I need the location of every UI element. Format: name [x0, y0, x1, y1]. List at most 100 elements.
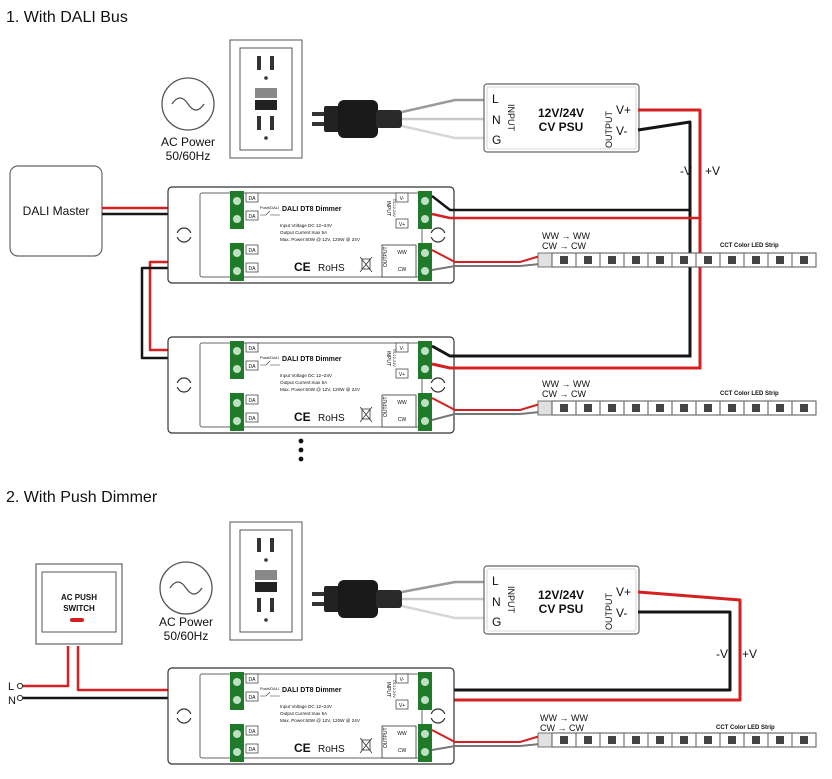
strip-ww-label: WW → WW [542, 379, 590, 389]
ce-mark: CE [294, 260, 311, 274]
push-dali-label: Push/DALI [260, 355, 279, 360]
ac-power-freq: 50/60Hz [166, 149, 211, 163]
led-strip-1 [537, 252, 817, 268]
mains-l-label: L [8, 681, 14, 693]
strip-ww-label: WW → WW [542, 231, 590, 241]
strip-cw-label: CW → CW [542, 241, 586, 251]
terminal-ww: WW [397, 731, 407, 737]
psu-output-label: OUTPUT [604, 111, 614, 149]
terminal-da: DA [249, 248, 257, 254]
spec-line: Max. Power:60W @ 12V, 120W @ 24V [280, 237, 361, 242]
cv-psu: L N G INPUT 12V/24V CV PSU OUTPUT V+ V- [483, 565, 640, 635]
terminal-da: DA [249, 416, 257, 422]
terminal-da: DA [249, 695, 257, 701]
psu-terminal-l: L [492, 92, 499, 106]
ac-power-symbol [159, 561, 213, 615]
dali-dimmer-3: DA DA DA DA Push/DALI DALI DT8 Dimmer In… [167, 667, 455, 765]
terminal-da: DA [249, 729, 257, 735]
input-label: INPUT [385, 351, 391, 366]
dc-minus-label: -V [680, 164, 692, 178]
psu-input-label: INPUT [506, 104, 516, 132]
psu-terminal-l: L [492, 574, 499, 588]
push-dali-label: Push/DALI [260, 205, 279, 210]
spec-line: Output Current:max 5A [280, 230, 328, 235]
psu-subtitle: CV PSU [539, 602, 584, 616]
cv-psu: L N G INPUT 12V/24V CV PSU OUTPUT V+ V- [483, 83, 640, 153]
ac-power-label: AC Power [159, 615, 213, 629]
dimmer-title: DALI DT8 Dimmer [282, 206, 342, 213]
terminal-vminus: V- [400, 346, 405, 352]
input-label: INPUT [385, 201, 391, 216]
weee-icon [359, 737, 373, 754]
strip-cw-label: CW → CW [542, 389, 586, 399]
weee-icon [359, 256, 373, 273]
wall-outlet [229, 39, 303, 159]
psu-terminal-vminus: V- [616, 606, 627, 620]
section-title: 2. With Push Dimmer [6, 489, 158, 506]
ac-power-freq: 50/60Hz [164, 629, 209, 643]
strip-cw-label: CW → CW [540, 723, 584, 733]
led-strip-3 [537, 732, 817, 748]
strip-label: CCT Color LED Strip [716, 725, 775, 731]
psu-terminal-g: G [492, 615, 501, 629]
input-sub-label: DC12-24V [392, 680, 396, 698]
output-label: OUTPUT [383, 727, 389, 748]
terminal-vminus: V- [400, 677, 405, 683]
psu-input-label: INPUT [506, 586, 516, 614]
psu-terminal-n: N [492, 113, 501, 127]
ce-mark: CE [294, 741, 311, 755]
terminal-da: DA [249, 677, 257, 683]
ce-mark: CE [294, 410, 311, 424]
rohs-mark: RoHS [318, 744, 345, 755]
mains-plug [312, 100, 402, 138]
dc-minus-label: -V [716, 647, 728, 661]
push-switch-label: SWITCH [63, 604, 95, 613]
rohs-mark: RoHS [318, 413, 345, 424]
spec-line: Max. Power:60W @ 12V, 120W @ 24V [280, 718, 361, 723]
dimmer-title: DALI DT8 Dimmer [282, 356, 342, 363]
psu-terminal-vplus: V+ [616, 585, 631, 599]
terminal-da: DA [249, 214, 257, 220]
terminal-da: DA [249, 196, 257, 202]
ac-power-symbol [161, 77, 215, 131]
input-sub-label: DC12-24V [392, 199, 396, 217]
input-sub-label: DC12-24V [392, 349, 396, 367]
spec-line: Output Current:max 5A [280, 380, 328, 385]
psu-title: 12V/24V [538, 588, 584, 602]
dali-master-box [9, 165, 103, 257]
dc-plus-label: +V [705, 164, 720, 178]
terminal-ww: WW [397, 250, 407, 256]
spec-line: Input Voltage DC 12~24V [280, 373, 333, 378]
terminal-vplus: V+ [399, 222, 405, 228]
dali-dimmer-2: DA DA DA DA Push/DALI DALI DT8 Dimmer In… [167, 336, 455, 434]
terminal-da: DA [249, 346, 257, 352]
mains-plug [312, 580, 402, 618]
terminal-vminus: V- [400, 196, 405, 202]
psu-terminal-n: N [492, 595, 501, 609]
push-dali-label: Push/DALI [260, 686, 279, 691]
dali-dimmer-1: DA DA DA DA Push/DALI DALI DT8 Dimmer In… [167, 186, 455, 284]
weee-icon [359, 406, 373, 423]
led-strip-2 [537, 400, 817, 416]
psu-terminal-vplus: V+ [616, 103, 631, 117]
ac-power-label: AC Power [161, 135, 215, 149]
mains-n-label: N [8, 695, 16, 707]
spec-line: Max. Power:60W @ 12V, 120W @ 24V [280, 387, 361, 392]
terminal-cw: CW [398, 267, 407, 273]
rohs-mark: RoHS [318, 263, 345, 274]
spec-line: Output Current:max 5A [280, 711, 328, 716]
terminal-ww: WW [397, 400, 407, 406]
section-title: 1. With DALI Bus [6, 9, 128, 26]
terminal-vplus: V+ [399, 372, 405, 378]
terminal-da: DA [249, 364, 257, 370]
terminal-da: DA [249, 747, 257, 753]
wall-outlet [229, 521, 303, 641]
output-label: OUTPUT [383, 396, 389, 417]
push-switch [35, 563, 123, 645]
dimmer-title: DALI DT8 Dimmer [282, 687, 342, 694]
input-label: INPUT [385, 682, 391, 697]
psu-subtitle: CV PSU [539, 120, 584, 134]
terminal-vplus: V+ [399, 703, 405, 709]
strip-label: CCT Color LED Strip [720, 391, 779, 397]
